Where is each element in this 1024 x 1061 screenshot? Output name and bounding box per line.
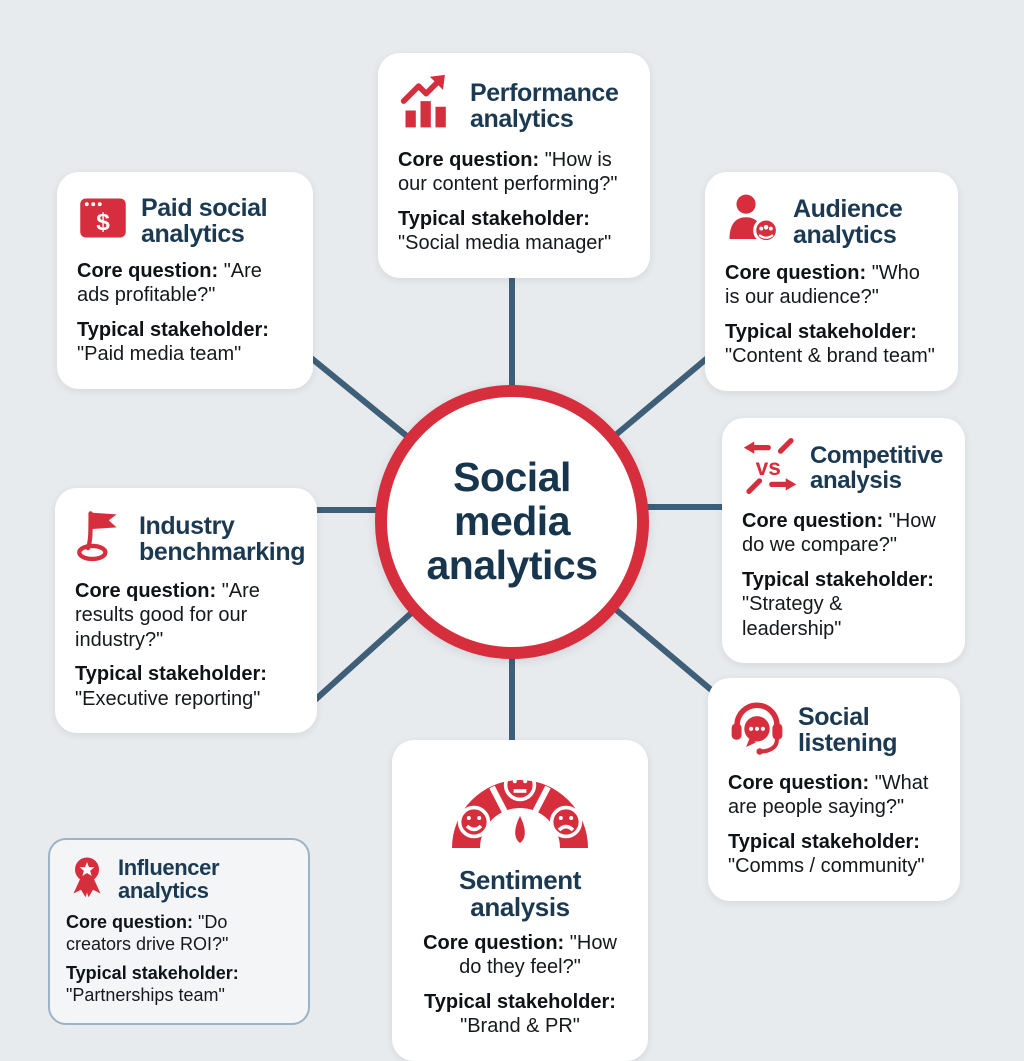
user-group-icon [725, 192, 781, 251]
svg-text:vs: vs [756, 454, 781, 480]
headset-chat-icon [728, 698, 786, 761]
card-title: Sentiment analysis [458, 865, 582, 923]
card-title: Industry benchmarking [139, 511, 306, 566]
core-question: Core question: "How is our content perfo… [398, 149, 618, 196]
core-question: Core question: "Who is our audience?" [725, 262, 920, 309]
card-title: Audience analytics [793, 194, 903, 249]
stakeholder: Typical stakeholder: "Partnerships team" [66, 962, 239, 1005]
card-social-listening: Social listening Core question: "What ar… [708, 678, 960, 901]
card-title: Influencer analytics [118, 854, 220, 903]
card-title: Performance analytics [470, 78, 619, 133]
card-performance-analytics: Performance analytics Core question: "Ho… [378, 53, 650, 278]
benchmark-flag-icon [75, 508, 127, 569]
stakeholder: Typical stakeholder: "Brand & PR" [424, 990, 616, 1038]
card-paid-social-analytics: $ Paid social analytics Core question: "… [57, 172, 313, 389]
core-question: Core question: "How do they feel?" [423, 932, 617, 979]
stakeholder: Typical stakeholder: "Executive reportin… [75, 663, 267, 710]
card-title: Social listening [798, 702, 898, 757]
stakeholder: Typical stakeholder: "Social media manag… [398, 207, 612, 255]
stakeholder: Typical stakeholder: "Comms / community" [728, 830, 925, 878]
award-ribbon-icon [66, 854, 108, 905]
core-question: Core question: "How do we compare?" [742, 510, 936, 557]
browser-dollar-icon: $ [77, 192, 129, 249]
bar-chart-growth-icon [398, 73, 458, 138]
core-question: Core question: "Are ads profitable?" [77, 260, 262, 307]
card-influencer-analytics: Influencer analytics Core question: "Do … [48, 838, 310, 1025]
card-competitive-analysis: vs Competitive analysis Core question: "… [722, 418, 965, 663]
core-question: Core question: "What are people saying?" [728, 772, 929, 819]
card-industry-benchmarking: Industry benchmarking Core question: "Ar… [55, 488, 317, 733]
core-question: Core question: "Do creators drive ROI?" [66, 912, 229, 954]
center-hub: Social media analytics [375, 385, 649, 659]
versus-arrows-icon: vs [742, 438, 798, 499]
stakeholder: Typical stakeholder: "Strategy & leaders… [742, 568, 934, 640]
card-title: Paid social analytics [141, 193, 268, 248]
stakeholder: Typical stakeholder: "Content & brand te… [725, 320, 935, 368]
card-sentiment-analysis: Sentiment analysis Core question: "How d… [392, 740, 648, 1061]
card-title: Competitive analysis [810, 441, 943, 494]
svg-text:$: $ [96, 209, 110, 236]
hub-title: Social media analytics [426, 454, 599, 588]
card-audience-analytics: Audience analytics Core question: "Who i… [705, 172, 958, 391]
sentiment-gauge-icon [436, 756, 604, 861]
stakeholder: Typical stakeholder: "Paid media team" [77, 318, 269, 366]
core-question: Core question: "Are results good for our… [75, 580, 260, 651]
